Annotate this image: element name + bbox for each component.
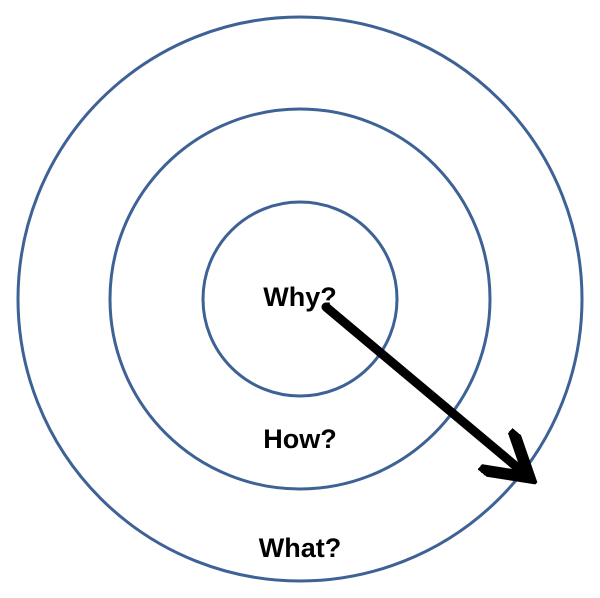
what-label: What? <box>259 533 341 563</box>
how-label: How? <box>263 424 337 454</box>
arrow <box>321 302 524 473</box>
inner-ring <box>201 200 399 398</box>
outer-ring <box>16 15 584 583</box>
middle-ring <box>108 107 492 491</box>
